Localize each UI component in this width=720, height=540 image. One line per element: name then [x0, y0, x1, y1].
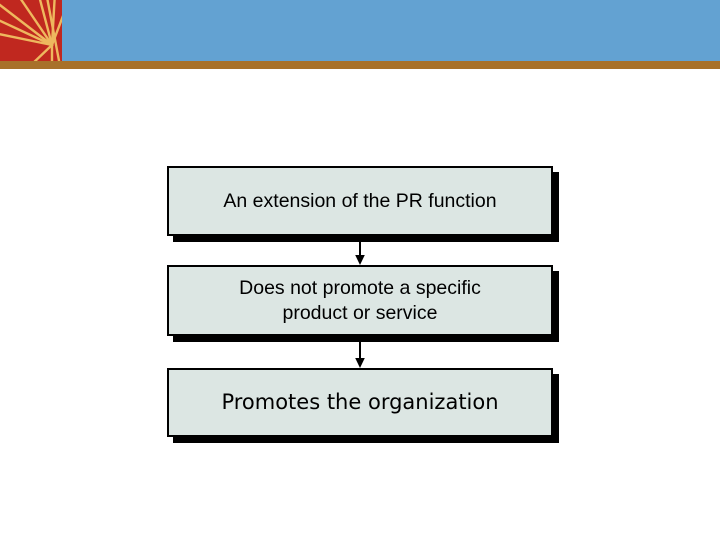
flow-node-2: Does not promote a specific product or s… [167, 265, 553, 336]
flow-node-3: Promotes the organization [167, 368, 553, 437]
flow-node-2-label: Does not promote a specific product or s… [239, 276, 481, 324]
connector-arrow-1 [352, 236, 368, 266]
header-rule [0, 61, 720, 69]
starburst-logo [0, 0, 62, 61]
header-band [0, 0, 720, 61]
flow-node-1-label: An extension of the PR function [223, 189, 497, 212]
flow-node-3-label: Promotes the organization [221, 390, 499, 415]
connector-arrow-2 [352, 336, 368, 369]
flow-node-1: An extension of the PR function [167, 166, 553, 236]
